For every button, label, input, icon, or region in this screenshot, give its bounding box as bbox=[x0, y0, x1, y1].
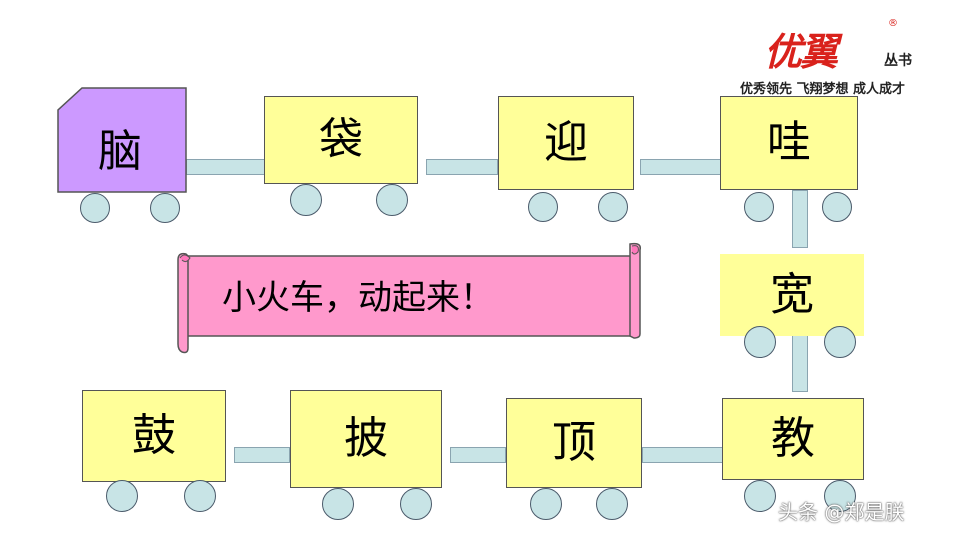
wheel bbox=[530, 488, 562, 520]
wheel bbox=[290, 184, 322, 216]
car-character: 顶 bbox=[552, 417, 596, 468]
train-car: 披 bbox=[290, 390, 442, 488]
connector-link bbox=[186, 159, 266, 175]
car-character: 鼓 bbox=[132, 410, 176, 461]
wheel bbox=[824, 480, 856, 512]
train-car: 袋 bbox=[264, 96, 418, 184]
wheel bbox=[824, 326, 856, 358]
connector-link bbox=[426, 159, 498, 175]
wheel bbox=[322, 488, 354, 520]
car-character: 披 bbox=[344, 413, 388, 464]
wheel bbox=[400, 488, 432, 520]
wheel bbox=[528, 192, 558, 222]
train-car: 宽 bbox=[720, 254, 864, 336]
wheel bbox=[744, 480, 776, 512]
watermark-text: 头条 @郑是朕 bbox=[778, 500, 905, 524]
wheel bbox=[184, 480, 216, 512]
car-character: 哇 bbox=[767, 117, 811, 168]
connector-link bbox=[792, 190, 808, 248]
train-car: 迎 bbox=[498, 96, 634, 190]
car-character: 教 bbox=[771, 413, 815, 464]
wheel bbox=[822, 192, 852, 222]
registered-mark: ® bbox=[888, 18, 898, 29]
train-car: 顶 bbox=[506, 398, 642, 488]
connector-link bbox=[450, 447, 506, 463]
connector-link bbox=[640, 159, 722, 175]
banner-text: 小火车，动起来！ bbox=[222, 278, 494, 318]
logo-series-label: 丛书 bbox=[884, 53, 912, 69]
wheel bbox=[744, 326, 776, 358]
connector-link bbox=[642, 447, 724, 463]
connector-link bbox=[792, 334, 808, 392]
car-character: 宽 bbox=[770, 269, 814, 320]
wheel bbox=[80, 193, 110, 223]
train-car: 教 bbox=[722, 398, 864, 480]
car-character: 迎 bbox=[544, 117, 588, 168]
brand-logo: 优翼 bbox=[764, 30, 838, 74]
wheel bbox=[106, 480, 138, 512]
wheel bbox=[598, 192, 628, 222]
wheel bbox=[150, 193, 180, 223]
engine-character: 脑 bbox=[98, 126, 142, 177]
wheel bbox=[376, 184, 408, 216]
wheel bbox=[596, 488, 628, 520]
train-engine bbox=[57, 87, 187, 193]
train-car: 鼓 bbox=[82, 390, 226, 482]
logo-slogan: 优秀领先 飞翔梦想 成人成才 bbox=[740, 82, 906, 97]
wheel bbox=[744, 192, 774, 222]
train-car: 哇 bbox=[720, 96, 858, 190]
car-character: 袋 bbox=[319, 114, 363, 165]
connector-link bbox=[234, 447, 290, 463]
banner-scroll bbox=[177, 242, 642, 354]
